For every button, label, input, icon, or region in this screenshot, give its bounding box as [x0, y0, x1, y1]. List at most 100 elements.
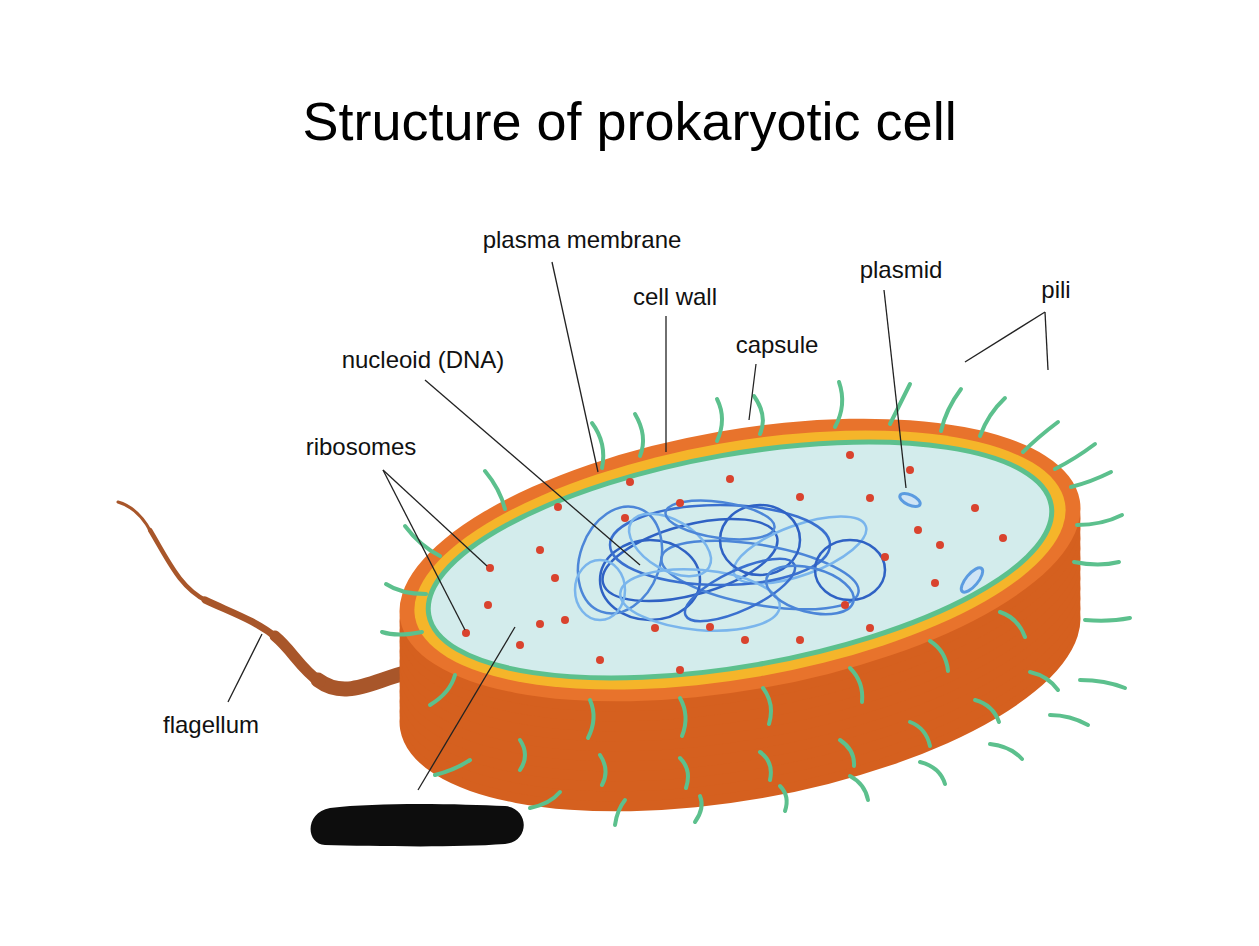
- cell-top-pili: [1023, 422, 1058, 452]
- cell-bottom-pili: [1050, 715, 1088, 725]
- ribosome-dots: [551, 574, 559, 582]
- part-label: nucleoid (DNA): [342, 346, 505, 374]
- ribosome-dots: [971, 504, 979, 512]
- ribosome-dots: [866, 494, 874, 502]
- redaction-mark: [311, 804, 524, 846]
- ribosome-dots: [561, 616, 569, 624]
- cell-bottom-pili: [615, 800, 625, 825]
- nucleoid-shape: [575, 560, 625, 620]
- cell-body: [378, 382, 1103, 858]
- plasmid-shape: [898, 491, 986, 596]
- ribosome-dots: [486, 564, 494, 572]
- cell-top-pili: [386, 584, 426, 594]
- leader-line: [228, 634, 262, 702]
- cell-top-pili: [405, 526, 440, 556]
- ribosome-dots: [741, 636, 749, 644]
- ribosome-dots: [484, 601, 492, 609]
- cell-top-pili: [717, 399, 722, 441]
- part-label: plasmid: [860, 256, 943, 284]
- ribosome-dots: [706, 623, 714, 631]
- cell-bottom-pili: [990, 744, 1022, 759]
- flagellum-shape: [118, 502, 151, 532]
- ribosome-dots: [914, 526, 922, 534]
- cell-bottom-pili: [435, 760, 470, 775]
- cell-bottom-pili: [780, 786, 787, 811]
- ribosome-dots: [866, 624, 874, 632]
- ribosome-dots: [906, 466, 914, 474]
- cell-top-pili: [754, 396, 763, 434]
- leader-line: [965, 312, 1045, 362]
- ribosome-dots: [676, 499, 684, 507]
- nucleoid-shape: [761, 557, 859, 623]
- cell-bottom-pili: [975, 700, 999, 722]
- cell-top-pili: [485, 471, 505, 509]
- ribosome-dots: [796, 636, 804, 644]
- cell-top-pili: [980, 398, 1005, 436]
- leader-line: [425, 380, 640, 565]
- ribosome-dots: [881, 553, 889, 561]
- nucleoid-shape: [677, 547, 803, 634]
- ribosome-dots: [936, 541, 944, 549]
- cell-top-pili: [588, 700, 594, 738]
- nucleoid-shape: [663, 495, 777, 546]
- part-label: plasma membrane: [483, 226, 682, 254]
- cell-top-pili: [382, 632, 422, 635]
- ribosome-dots: [999, 534, 1007, 542]
- cell-bottom-pili: [680, 758, 688, 788]
- cell-bottom-pili: [920, 762, 945, 784]
- ribosome-dots: [596, 656, 604, 664]
- cell-bottom-pili: [600, 755, 606, 785]
- cell-top-pili: [930, 641, 948, 671]
- nucleoid-shape: [815, 540, 885, 600]
- leader-line: [1045, 312, 1048, 370]
- flagellum-shape: [205, 600, 277, 638]
- leader-line: [383, 470, 465, 630]
- cell-bottom-pili: [760, 752, 771, 780]
- ribosome-dots: [462, 629, 470, 637]
- plasmid-shape: [958, 565, 986, 596]
- ribosome-dots: [726, 475, 734, 483]
- ribosome-dots: [846, 451, 854, 459]
- flagellum-shape: [318, 672, 408, 689]
- part-label: pili: [1041, 276, 1070, 304]
- cell-top-pili: [1074, 562, 1119, 565]
- cell-top-pili: [890, 384, 910, 424]
- leader-line: [228, 262, 1048, 790]
- cell-wall-layer: [395, 386, 1086, 733]
- leader-line: [552, 262, 598, 472]
- ribosome-dots: [536, 620, 544, 628]
- cell-bottom-pili: [530, 792, 560, 808]
- cell-bottom-pili: [1085, 618, 1130, 621]
- cell-top-pili: [1071, 472, 1111, 487]
- leader-line: [884, 290, 906, 488]
- ribosome-dots: [931, 579, 939, 587]
- leader-line: [418, 627, 515, 790]
- ribosome-dots: [676, 666, 684, 674]
- cell-bottom-pili: [695, 796, 702, 822]
- ribosome-dots: [554, 503, 562, 511]
- cell-top-pili: [1077, 515, 1122, 525]
- ribosome-dots: [536, 546, 544, 554]
- cell-top-pili: [680, 698, 686, 736]
- ribosome-dots: [462, 451, 1007, 674]
- cell-top-pili: [592, 423, 603, 468]
- flagellum-shape: [118, 502, 408, 689]
- capsule-layer: [378, 372, 1103, 748]
- cytoplasm-area: [410, 401, 1069, 720]
- nucleoid-shape: [564, 495, 885, 637]
- cell-top-pili: [382, 382, 1122, 738]
- nucleoid-shape: [619, 501, 722, 589]
- cell-top-pili: [1055, 444, 1095, 469]
- flagellum-shape: [150, 530, 207, 601]
- cell-bottom-pili: [1080, 680, 1125, 688]
- cell-top-pili: [1000, 612, 1025, 637]
- cell-bottom-pili: [1030, 672, 1058, 690]
- part-label: capsule: [736, 331, 819, 359]
- ribosome-dots: [516, 641, 524, 649]
- part-label: ribosomes: [306, 433, 417, 461]
- cell-top-pili: [835, 382, 842, 427]
- leader-line: [383, 470, 487, 566]
- cell-bottom-pili: [850, 776, 868, 800]
- ribosome-dots: [841, 601, 849, 609]
- flagellum-shape: [275, 636, 320, 682]
